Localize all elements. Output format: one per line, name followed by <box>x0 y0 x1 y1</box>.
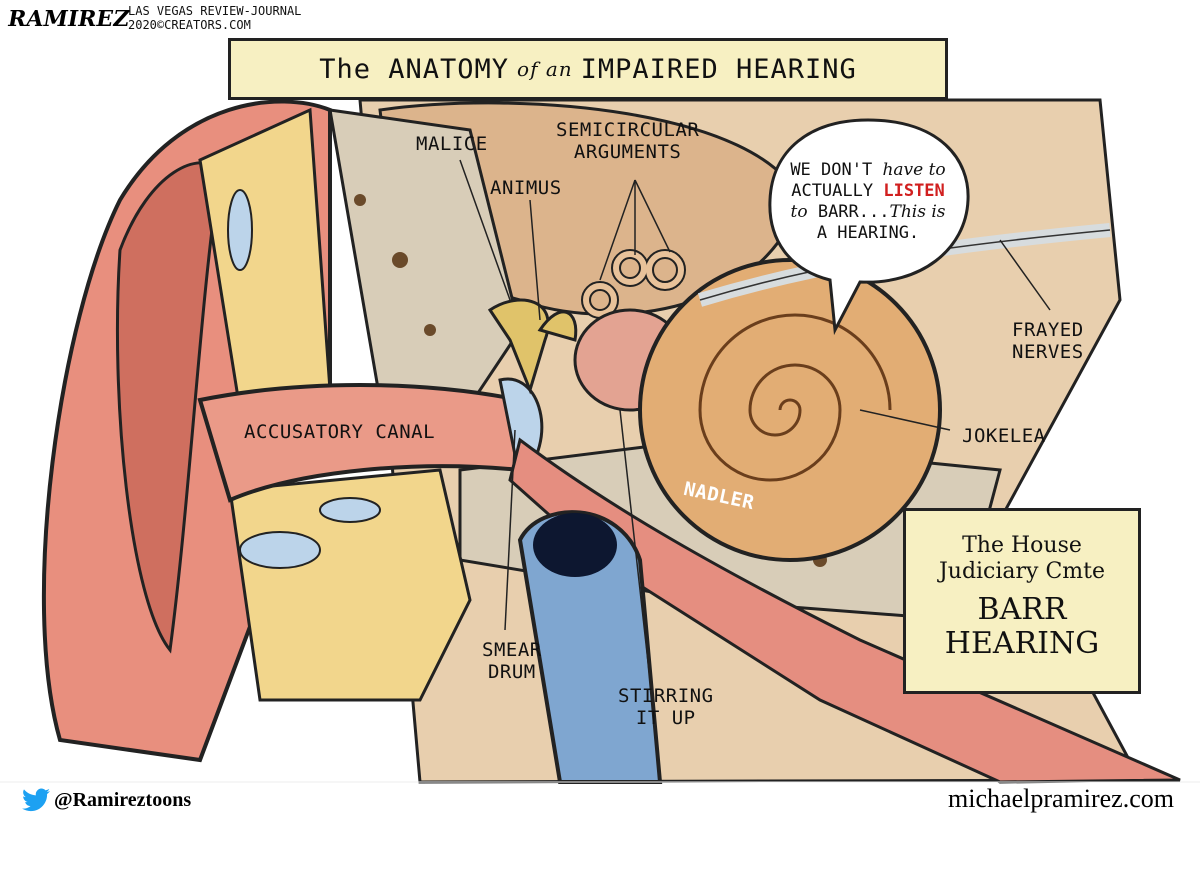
label-line: SEMICIRCULAR <box>556 119 700 141</box>
bubble-text: A HEARING. <box>816 223 920 244</box>
label-animus: ANIMUS <box>490 177 562 199</box>
bubble-text: This is <box>889 202 946 222</box>
bubble-text: to <box>790 202 808 222</box>
bubble-text: ACTUALLY <box>791 180 874 201</box>
skull-bone <box>328 108 522 422</box>
title-part-2: of an <box>517 57 573 81</box>
label-stirring-it-up: STIRRING it UP <box>618 685 714 730</box>
title-banner: The ANATOMY of an IMPAIRED HEARING <box>228 38 948 100</box>
eustachian-tube <box>517 510 663 784</box>
label-line: FRAYED <box>1012 319 1084 341</box>
twitter-bird-icon <box>22 788 50 812</box>
label-line: ARGUMENTS <box>573 140 682 163</box>
label-line: STIRRING <box>618 685 714 707</box>
label-line: NERVES <box>1012 340 1084 363</box>
artist-signature: RAMIREZ <box>5 6 132 32</box>
label-line: DRUM <box>487 660 536 683</box>
bubble-text: WE DON'T <box>790 159 873 180</box>
caption-line-2: Judiciary Cmte <box>938 559 1106 584</box>
speech-bubble-shape <box>768 118 970 336</box>
label-jokelea: JOKELEA <box>962 425 1046 447</box>
label-line: it UP <box>635 706 696 729</box>
speech-bubble-text: WE DON'T have to ACTUALLY LISTEN to BARR… <box>770 122 966 282</box>
label-accusatory-canal: ACCUSATORY CANAL <box>244 421 436 443</box>
credit-line-2: 2020©CREATORS.COM <box>128 18 251 32</box>
twitter-handle-text: @Ramireztoons <box>54 788 192 811</box>
label-malice: MALICE <box>416 133 488 155</box>
bubble-text: BARR... <box>817 202 890 222</box>
bubble-text: have to <box>882 159 946 180</box>
bubble-text-listen: LISTEN <box>883 180 945 201</box>
label-smear-drum: SMEAR DRUM <box>482 639 542 684</box>
caption-box: The House Judiciary Cmte BARR HEARING <box>903 508 1141 694</box>
label-line: SMEAR <box>482 639 542 661</box>
caption-line-4: HEARING <box>944 626 1100 661</box>
label-semicircular-arguments: SEMICIRCULAR ARGUMENTS <box>556 119 700 164</box>
publication-credit: LAS VEGAS REVIEW-JOURNAL 2020©CREATORS.C… <box>128 4 301 32</box>
title-part-3: IMPAIRED HEARING <box>580 53 857 85</box>
caption-line-1: The House <box>962 533 1082 558</box>
twitter-handle: @Ramireztoons <box>22 788 191 812</box>
label-frayed-nerves: FRAYED NERVES <box>1012 319 1084 364</box>
title-part-1: The ANATOMY <box>319 53 510 85</box>
caption-line-3: BARR <box>977 592 1067 627</box>
website-url: michaelpramirez.com <box>948 784 1174 813</box>
cochlea-snail <box>638 258 942 562</box>
credit-line-1: LAS VEGAS REVIEW-JOURNAL <box>128 4 302 18</box>
